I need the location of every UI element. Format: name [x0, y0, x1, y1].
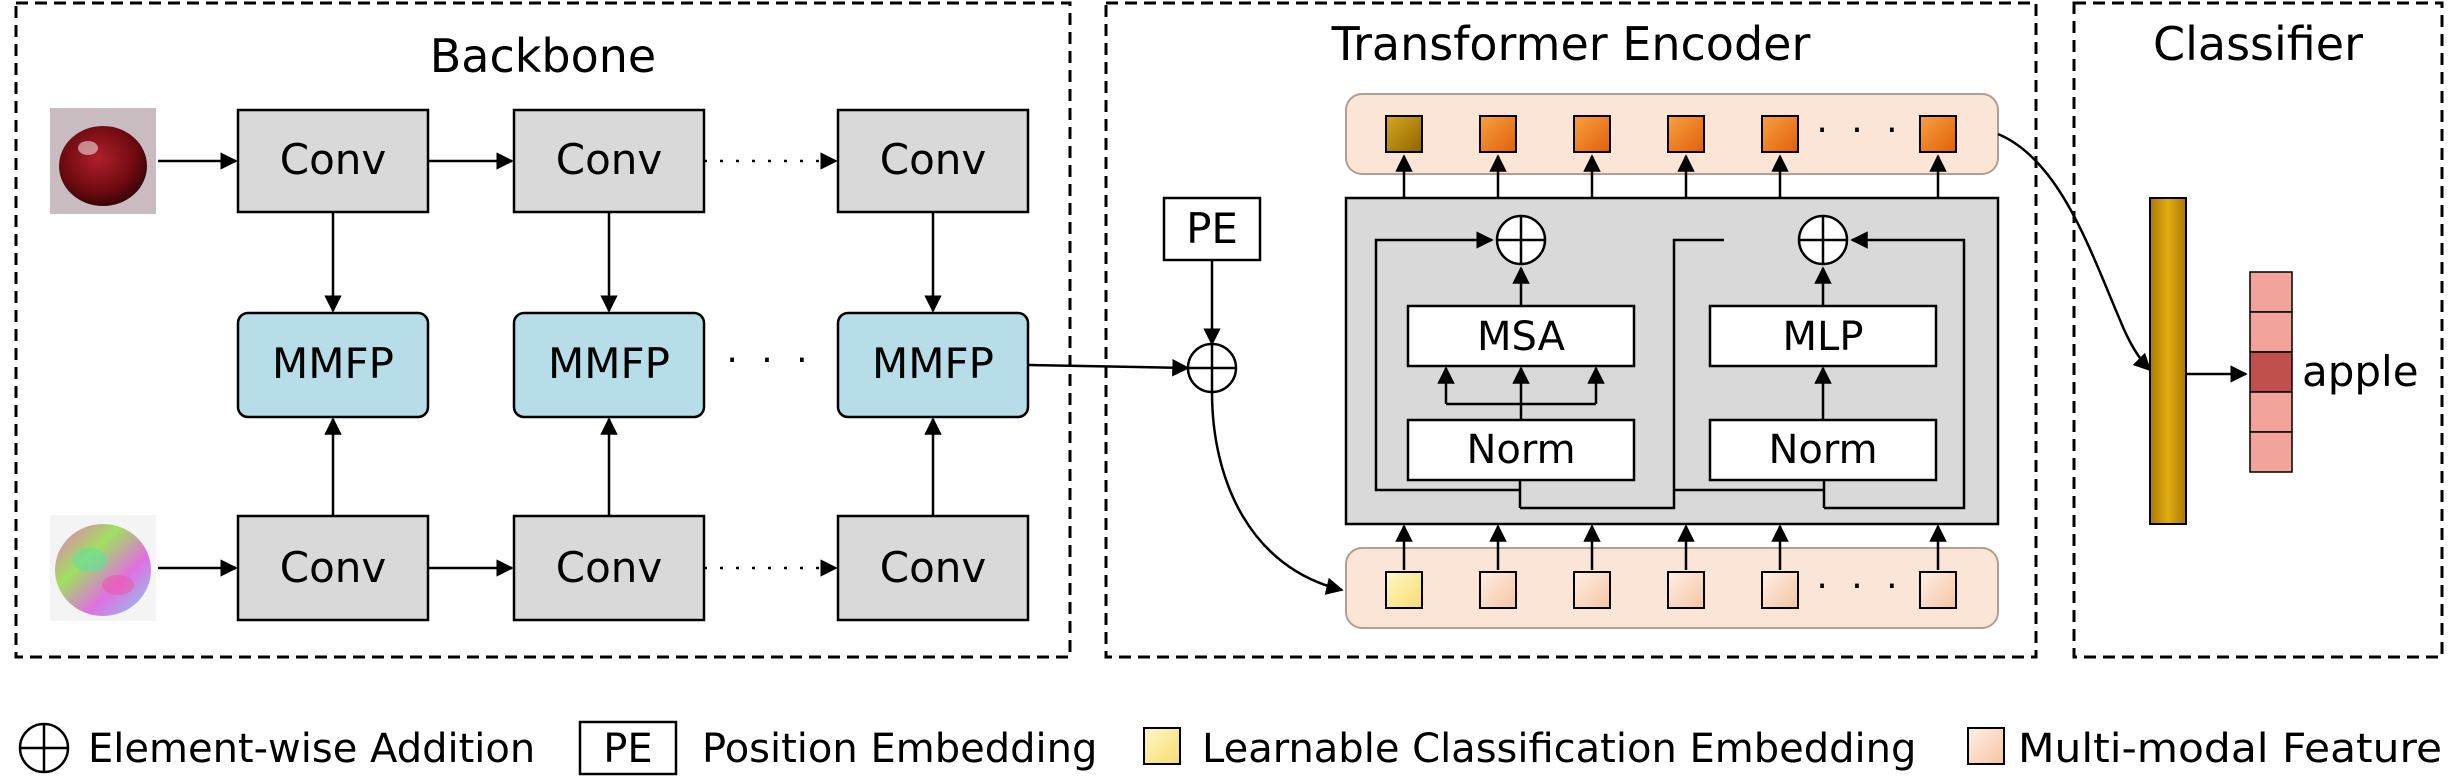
output-token — [1919, 115, 1957, 153]
legend: Element-wise Addition PE Position Embedd… — [18, 720, 2442, 776]
legend-pe-box — [578, 720, 678, 776]
msa-addition-node — [1495, 214, 1547, 266]
classifier-frame — [2072, 1, 2444, 659]
legend-pe-box-label: PE — [603, 726, 652, 772]
output-cls-token — [1385, 115, 1423, 153]
encoder-output-arrows — [1395, 154, 1947, 198]
backbone-arrows — [158, 152, 1190, 577]
msa-box — [1406, 304, 1636, 368]
conv-label: Conv — [556, 543, 663, 592]
input-ellipsis: · · · — [1816, 566, 1903, 607]
norm-box-left — [1406, 418, 1636, 482]
input-feature-token — [1919, 571, 1957, 609]
output-token — [1667, 115, 1705, 153]
encoder-title: Transformer Encoder — [1331, 17, 1811, 71]
legend-cls-swatch — [1143, 727, 1181, 765]
legend-feature-label: Multi-modal Feature — [2018, 726, 2442, 772]
encoder-input-arrows — [1395, 524, 1947, 570]
norm-box-right — [1708, 418, 1938, 482]
mlp-label: MLP — [1783, 314, 1864, 360]
residual-paths — [1374, 231, 1966, 510]
output-ellipsis: · · · — [1816, 110, 1903, 151]
mmfp-box-2 — [512, 311, 706, 419]
input-feature-token — [1479, 571, 1517, 609]
norm-label: Norm — [1768, 427, 1877, 473]
multimodal-apple-image — [50, 515, 156, 621]
mlp-box — [1708, 304, 1938, 368]
mmfp-label: MMFP — [548, 339, 670, 388]
mmfp-label: MMFP — [872, 339, 994, 388]
pe-label: PE — [1186, 204, 1238, 253]
mmfp-ellipsis: · · · — [726, 340, 813, 381]
legend-addition-icon — [18, 722, 70, 774]
legend-addition-label: Element-wise Addition — [88, 726, 535, 772]
output-token — [1479, 115, 1517, 153]
conv-label: Conv — [280, 135, 387, 184]
conv-box-bottom-3 — [836, 514, 1030, 622]
mlp-addition-node — [1797, 214, 1849, 266]
output-token — [1761, 115, 1799, 153]
input-cls-token — [1385, 571, 1423, 609]
rgb-apple-image — [50, 108, 156, 214]
backbone-title: Backbone — [430, 29, 656, 83]
conv-label: Conv — [280, 543, 387, 592]
qkv-branch-arrows — [1437, 366, 1605, 420]
backbone-frame — [14, 1, 1072, 659]
embedding-curve-arrow — [1210, 391, 1344, 595]
conv-label: Conv — [880, 135, 987, 184]
input-feature-token — [1667, 571, 1705, 609]
conv-box-bottom-1 — [236, 514, 430, 622]
msa-label: MSA — [1477, 314, 1566, 360]
classifier-title: Classifier — [2153, 17, 2363, 71]
encoder-frame — [1104, 1, 2038, 659]
mmfp-label: MMFP — [272, 339, 394, 388]
input-feature-token — [1761, 571, 1799, 609]
conv-label: Conv — [556, 135, 663, 184]
input-feature-token — [1573, 571, 1611, 609]
pe-addition-node — [1186, 342, 1238, 394]
legend-pe-label: Position Embedding — [702, 726, 1097, 772]
predicted-class-label: apple — [2302, 347, 2419, 396]
classifier-bar — [2149, 197, 2187, 525]
class-probability-vector — [2249, 271, 2293, 473]
mmfp-box-1 — [236, 311, 430, 419]
conv-box-top-1 — [236, 108, 430, 214]
norm-label: Norm — [1466, 427, 1575, 473]
encoder-to-classifier-curve — [1997, 132, 2152, 372]
legend-cls-label: Learnable Classification Embedding — [1202, 726, 1916, 772]
conv-label: Conv — [880, 543, 987, 592]
output-token — [1573, 115, 1611, 153]
legend-feature-swatch — [1967, 727, 2005, 765]
